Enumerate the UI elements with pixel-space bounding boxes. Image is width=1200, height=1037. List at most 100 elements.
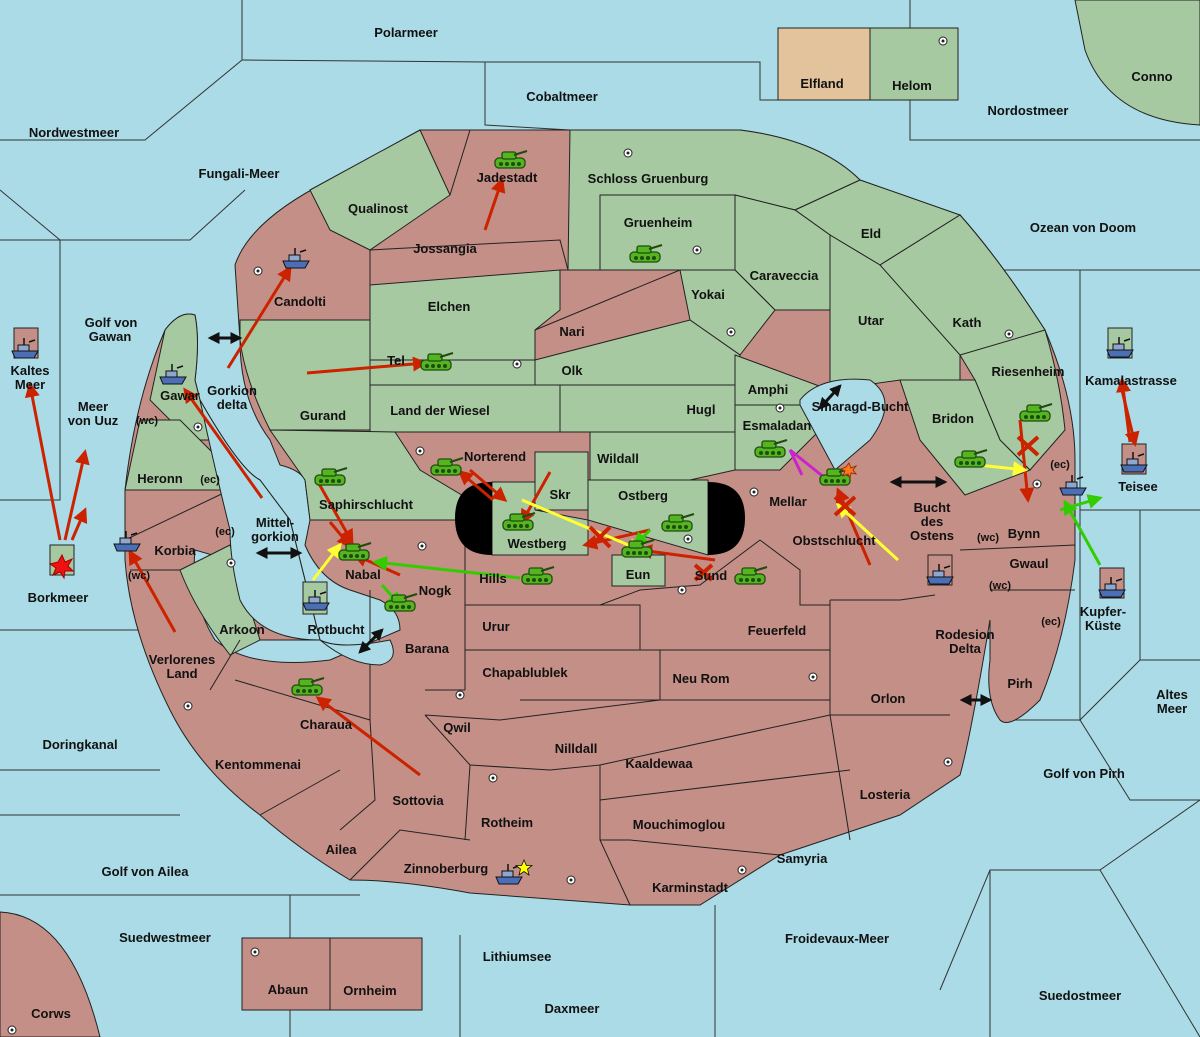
svg-text:Ornheim: Ornheim: [343, 983, 396, 998]
svg-text:Charaua: Charaua: [300, 717, 353, 732]
svg-text:Barana: Barana: [405, 641, 450, 656]
cross-icon: [588, 525, 612, 549]
svg-text:Doringkanal: Doringkanal: [42, 737, 117, 752]
svg-text:Losteria: Losteria: [860, 787, 911, 802]
svg-text:Lithiumsee: Lithiumsee: [483, 949, 552, 964]
svg-text:(ec): (ec): [1041, 616, 1061, 628]
svg-text:Rotheim: Rotheim: [481, 815, 533, 830]
svg-text:Fungali-Meer: Fungali-Meer: [199, 166, 280, 181]
passages: [207, 332, 993, 706]
svg-text:Nordwestmeer: Nordwestmeer: [29, 125, 119, 140]
svg-text:Mouchimoglou: Mouchimoglou: [633, 817, 725, 832]
svg-text:Elfland: Elfland: [800, 76, 843, 91]
svg-text:Pirh: Pirh: [1007, 676, 1032, 691]
province-gruenheim: [599, 194, 736, 271]
svg-text:Schloss Gruenburg: Schloss Gruenburg: [588, 171, 709, 186]
svg-text:Candolti: Candolti: [274, 294, 326, 309]
failed-orders: [588, 435, 1040, 582]
svg-text:Westberg: Westberg: [508, 536, 567, 551]
svg-text:Hugl: Hugl: [687, 402, 716, 417]
svg-text:Zinnoberburg: Zinnoberburg: [404, 861, 489, 876]
svg-text:Helom: Helom: [892, 78, 932, 93]
svg-text:Gruenheim: Gruenheim: [624, 215, 693, 230]
svg-text:(ec): (ec): [1050, 459, 1070, 471]
svg-text:(ec): (ec): [200, 474, 220, 486]
sea-labels: Polarmeer Cobaltmeer Nordostmeer Nordwes…: [29, 25, 1188, 1016]
svg-text:Ostberg: Ostberg: [618, 488, 668, 503]
svg-text:Tel: Tel: [387, 353, 405, 368]
svg-text:Neu Rom: Neu Rom: [672, 671, 729, 686]
double-arrow-icon: [818, 384, 842, 410]
province-yokai: [679, 269, 776, 356]
svg-text:Kentommenai: Kentommenai: [215, 757, 301, 772]
svg-text:(wc): (wc): [136, 415, 158, 427]
province-elchen: [369, 269, 561, 361]
svg-text:Kupfer-Küste: Kupfer-Küste: [1080, 604, 1126, 633]
sea-mittel-gorkion[interactable]: [199, 399, 321, 641]
svg-text:Smaragd-Bucht: Smaragd-Bucht: [812, 399, 909, 414]
svg-text:Gawan: Gawan: [89, 329, 132, 344]
svg-text:Nordostmeer: Nordostmeer: [988, 103, 1069, 118]
province-elfland[interactable]: [777, 27, 871, 101]
svg-text:Golf von Pirh: Golf von Pirh: [1043, 766, 1125, 781]
province-qualinost: [309, 129, 451, 251]
svg-text:(wc): (wc): [977, 532, 999, 544]
svg-text:Elchen: Elchen: [428, 299, 471, 314]
svg-text:Teisee: Teisee: [1118, 479, 1158, 494]
svg-text:Kaaldewaa: Kaaldewaa: [625, 756, 693, 771]
svg-text:Qwil: Qwil: [443, 720, 470, 735]
svg-text:Jadestadt: Jadestadt: [477, 170, 538, 185]
svg-text:Qualinost: Qualinost: [348, 201, 409, 216]
svg-text:Eun: Eun: [626, 567, 651, 582]
svg-text:Golf von Ailea: Golf von Ailea: [102, 864, 190, 879]
svg-text:Heronn: Heronn: [137, 471, 183, 486]
svg-text:Ailea: Ailea: [325, 842, 357, 857]
svg-text:Yokai: Yokai: [691, 287, 725, 302]
svg-text:Golf von: Golf von: [85, 315, 138, 330]
svg-text:Land der Wiesel: Land der Wiesel: [390, 403, 490, 418]
coast-labels: (wc) (ec) (ec) (wc) (ec) (wc) (wc) (ec): [128, 415, 1070, 628]
svg-text:Obstschlucht: Obstschlucht: [792, 533, 876, 548]
svg-text:Skr: Skr: [550, 487, 571, 502]
province-arkoon: [179, 544, 261, 656]
explosion-icon: [48, 553, 75, 580]
svg-text:Conno: Conno: [1131, 69, 1172, 84]
svg-text:Gawar: Gawar: [160, 388, 200, 403]
svg-text:Mittel-gorkion: Mittel-gorkion: [251, 515, 299, 544]
svg-text:Suedwestmeer: Suedwestmeer: [119, 930, 211, 945]
svg-text:Bynn: Bynn: [1008, 526, 1041, 541]
svg-text:Gurand: Gurand: [300, 408, 346, 423]
svg-text:Samyria: Samyria: [777, 851, 828, 866]
explosion-icon: [839, 461, 858, 480]
orders-red: [24, 177, 1140, 777]
svg-text:Borkmeer: Borkmeer: [28, 590, 89, 605]
svg-text:Corws: Corws: [31, 1006, 71, 1021]
svg-text:Froidevaux-Meer: Froidevaux-Meer: [785, 931, 889, 946]
svg-text:Kamalastrasse: Kamalastrasse: [1085, 373, 1177, 388]
svg-text:Nari: Nari: [559, 324, 584, 339]
svg-text:Nogk: Nogk: [419, 583, 452, 598]
orders-magenta: [788, 448, 826, 480]
svg-text:Urur: Urur: [482, 619, 509, 634]
province-wildall: [589, 431, 736, 481]
svg-text:Feuerfeld: Feuerfeld: [748, 623, 807, 638]
province-borders: [124, 129, 1076, 906]
svg-text:Mellar: Mellar: [769, 494, 807, 509]
svg-text:Chapablublek: Chapablublek: [482, 665, 568, 680]
svg-text:(wc): (wc): [989, 580, 1011, 592]
svg-text:Hills: Hills: [479, 571, 506, 586]
svg-text:Riesenheim: Riesenheim: [992, 364, 1065, 379]
svg-text:Saphirschlucht: Saphirschlucht: [319, 497, 414, 512]
tunnel-east: [708, 482, 745, 555]
cross-icon: [1016, 435, 1040, 457]
svg-text:Karminstadt: Karminstadt: [652, 880, 729, 895]
svg-text:Polarmeer: Polarmeer: [374, 25, 438, 40]
svg-text:Ozean von Doom: Ozean von Doom: [1030, 220, 1136, 235]
svg-text:Suedostmeer: Suedostmeer: [1039, 988, 1121, 1003]
province-ornheim[interactable]: [329, 937, 423, 1011]
